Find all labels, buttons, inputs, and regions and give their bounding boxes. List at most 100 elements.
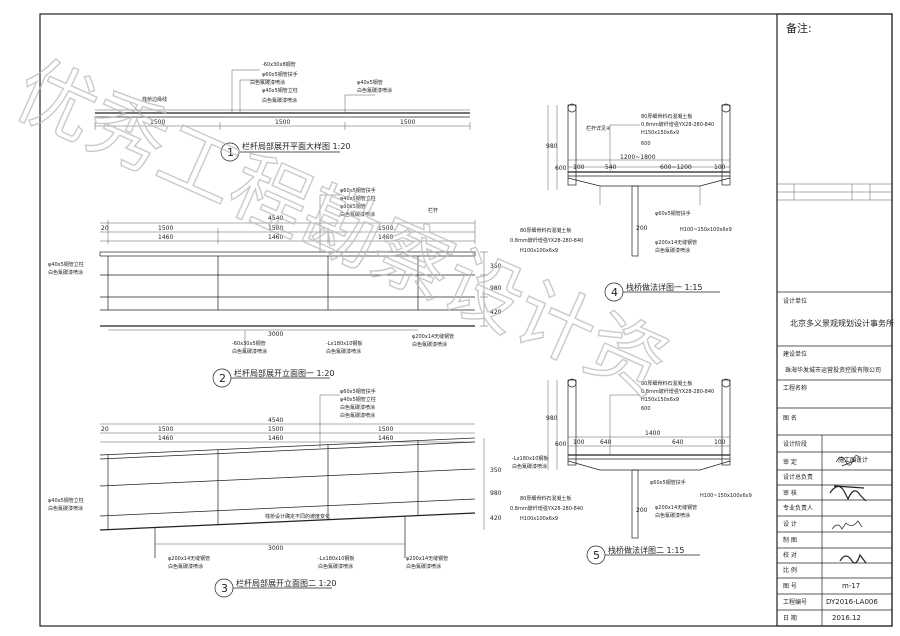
d2-dim-980: 980 xyxy=(490,285,502,292)
d5-dim-640a: 640 xyxy=(600,439,612,446)
d4-dim-100b: 100 xyxy=(714,164,726,171)
drawing-name-label: 图 名 xyxy=(783,414,797,422)
proofread-label: 校 对 xyxy=(783,551,797,559)
d3-dim-1500a: 1500 xyxy=(158,426,173,433)
d1-note-2: φ60x5钢管扶手 xyxy=(262,71,298,78)
d5-dim-100b: 100 xyxy=(714,439,726,446)
d1-title: 栏杆局部展开平面大样图 1:20 xyxy=(242,141,351,151)
d5-dim-600: 600 xyxy=(555,441,567,448)
designer-signature xyxy=(831,520,863,530)
date-value: 2016.12 xyxy=(832,614,861,622)
project-no-label: 工程编号 xyxy=(783,598,807,606)
design-unit-name: 北京多义景观规划设计事务所 xyxy=(790,318,894,328)
design-unit-label: 设计单位 xyxy=(783,297,807,305)
d3-dim-1460b: 1460 xyxy=(268,435,283,442)
drawing-no-value: m-17 xyxy=(842,582,860,590)
remarks-label: 备注: xyxy=(786,21,812,35)
project-lead-label: 设计总负责 xyxy=(783,473,813,481)
d5-note-7: φ200x14无缝钢管 xyxy=(655,504,697,511)
d4-dim-200: 200 xyxy=(636,225,648,232)
d2-note-13: 栏杆 xyxy=(428,207,438,214)
checked-label: 审 核 xyxy=(783,489,797,497)
d3-note-12: φ200x14无缝钢管 xyxy=(406,555,448,562)
d4-note-10: 0.8mm玻纤增强YX28-280-840 xyxy=(510,237,583,244)
drawn-label: 制 图 xyxy=(783,536,797,544)
d3-dim-1460a: 1460 xyxy=(158,435,173,442)
d2-dim-1500c: 1500 xyxy=(378,225,393,232)
d3-note-13: 白色氟碳漆喷涂 xyxy=(406,563,441,570)
d5-dim-1400: 1400 xyxy=(645,430,660,437)
d5-note-9: 80厚细骨料石混凝土板 xyxy=(520,495,571,502)
d4-note-6: H100~150x100x6x9 xyxy=(680,227,732,233)
d5-number: 5 xyxy=(593,549,600,562)
d2-dim-1460a: 1460 xyxy=(158,234,173,241)
d5-note-12: -Lx180x10钢板 xyxy=(512,455,548,462)
d1-note-1: -60x30x8钢管 xyxy=(262,61,296,68)
d3-note-8: φ200x14无缝钢管 xyxy=(168,555,210,562)
d1-number: 1 xyxy=(227,146,234,159)
d3-dim-1460c: 1460 xyxy=(378,435,393,442)
drawing-4-section xyxy=(547,103,731,302)
d4-note-1: 80厚细骨料石混凝土板 xyxy=(641,113,692,120)
d2-title: 栏杆局部展开立面图一 1:20 xyxy=(234,368,335,378)
d2-note-4: 白色氟碳漆喷涂 xyxy=(340,211,375,218)
d2-number: 2 xyxy=(219,372,226,385)
d4-dim-600-1200: 600~1200 xyxy=(660,164,692,171)
d5-note-10: 0.8mm玻纤增强YX28-280-840 xyxy=(510,505,583,512)
d4-note-2: 0.8mm玻纤增强YX28-280-840 xyxy=(641,121,714,128)
drawing-2-elevation xyxy=(99,194,488,388)
d3-dim-350: 350 xyxy=(490,467,502,474)
d3-note-7: 栈桥设计确定不同的坡度变化 xyxy=(265,513,330,520)
d3-title: 栏杆局部展开立面图二 1:20 xyxy=(236,578,337,588)
d3-note-4: 白色氟碳漆喷涂 xyxy=(340,412,375,419)
d5-note-1: 80厚细骨料石混凝土板 xyxy=(641,380,692,387)
d3-dim-20: 20 xyxy=(101,426,109,433)
drawing-1-plan xyxy=(94,69,471,162)
d2-note-10: 白色氟碳漆喷涂 xyxy=(326,348,361,355)
d1-dim-b: 1500 xyxy=(275,119,290,126)
project-no-value: DY2016-LA006 xyxy=(826,598,878,606)
d2-dim-1500a: 1500 xyxy=(158,225,173,232)
d2-dim-350: 350 xyxy=(490,263,502,270)
d4-dim-600: 600 xyxy=(555,165,567,172)
d5-note-13: 白色氟碳漆喷涂 xyxy=(512,463,547,470)
d3-note-10: -Lx180x10钢板 xyxy=(318,555,354,562)
lead-signature xyxy=(829,485,867,502)
d5-dim-980: 980 xyxy=(546,415,558,422)
d5-note-2: 0.8mm玻纤增强YX28-280-840 xyxy=(641,388,714,395)
d2-note-6: 白色氟碳漆喷涂 xyxy=(48,269,83,276)
d2-note-1: φ60x5钢管扶手 xyxy=(340,187,376,194)
scale-label: 比 例 xyxy=(783,566,797,574)
d1-note-7: 白色氟碳漆喷涂 xyxy=(262,97,297,104)
d4-title: 栈桥做法详图一 1:15 xyxy=(626,282,703,292)
d2-note-7: -60x30x5钢管 xyxy=(232,340,266,347)
d4-note-11: H100x100x6x9 xyxy=(520,248,558,254)
d4-dim-100a: 100 xyxy=(573,164,585,171)
d5-dim-640b: 640 xyxy=(672,439,684,446)
d1-note-8: 栈桥边缘线 xyxy=(142,96,167,103)
d1-dim-c: 1500 xyxy=(400,119,415,126)
project-name-label: 工程名称 xyxy=(783,384,807,392)
d3-note-6: 白色氟碳漆喷涂 xyxy=(48,505,83,512)
d3-dim-1500b: 1500 xyxy=(268,426,283,433)
d2-note-8: 白色氟碳漆喷涂 xyxy=(232,348,267,355)
d3-dim-1500c: 1500 xyxy=(378,426,393,433)
d2-note-5: φ40x5钢管立柱 xyxy=(48,261,84,268)
d4-note-5: φ60x5钢管扶手 xyxy=(655,210,691,217)
designed-label: 设 计 xyxy=(783,520,797,528)
d5-title: 栈桥做法详图二 1:15 xyxy=(608,545,685,555)
d1-note-6: 白色氟碳漆喷涂 xyxy=(357,87,392,94)
d5-note-6: H100~150x100x6x9 xyxy=(700,493,752,499)
d2-note-2: φ40x5钢管立柱 xyxy=(340,195,376,202)
client-name: 珠海华发城市运营投资控股有限公司 xyxy=(785,366,881,374)
d2-note-9: -Lx180x10钢板 xyxy=(326,340,362,347)
d5-note-4: 600 xyxy=(641,406,651,412)
d2-dim-3000: 3000 xyxy=(268,331,283,338)
d5-dim-200: 200 xyxy=(636,507,648,514)
d4-note-12: 栏杆详见④ xyxy=(586,125,611,132)
drawing-no-label: 图 号 xyxy=(783,583,797,590)
d2-dim-20: 20 xyxy=(101,225,109,232)
d3-number: 3 xyxy=(221,582,228,595)
d1-note-4: φ40x5钢管立柱 xyxy=(262,87,298,94)
